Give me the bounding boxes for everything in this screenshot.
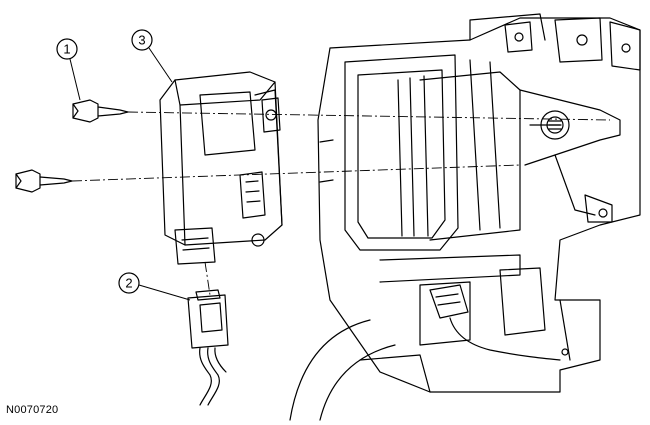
bolt-lower [15, 169, 73, 193]
actuator-body [159, 71, 283, 265]
callout-1-label: 1 [63, 42, 70, 57]
callout-3: 3 [131, 29, 173, 83]
bolt-upper [72, 99, 129, 123]
figure-id: N0070720 [6, 404, 59, 416]
callout-2: 2 [118, 272, 191, 301]
electrical-connector [187, 289, 229, 406]
hvac-housing [289, 13, 641, 421]
callout-2-label: 2 [125, 276, 132, 291]
alignment-lines [71, 111, 611, 296]
callout-3-label: 3 [138, 33, 145, 48]
callout-1: 1 [56, 38, 81, 101]
